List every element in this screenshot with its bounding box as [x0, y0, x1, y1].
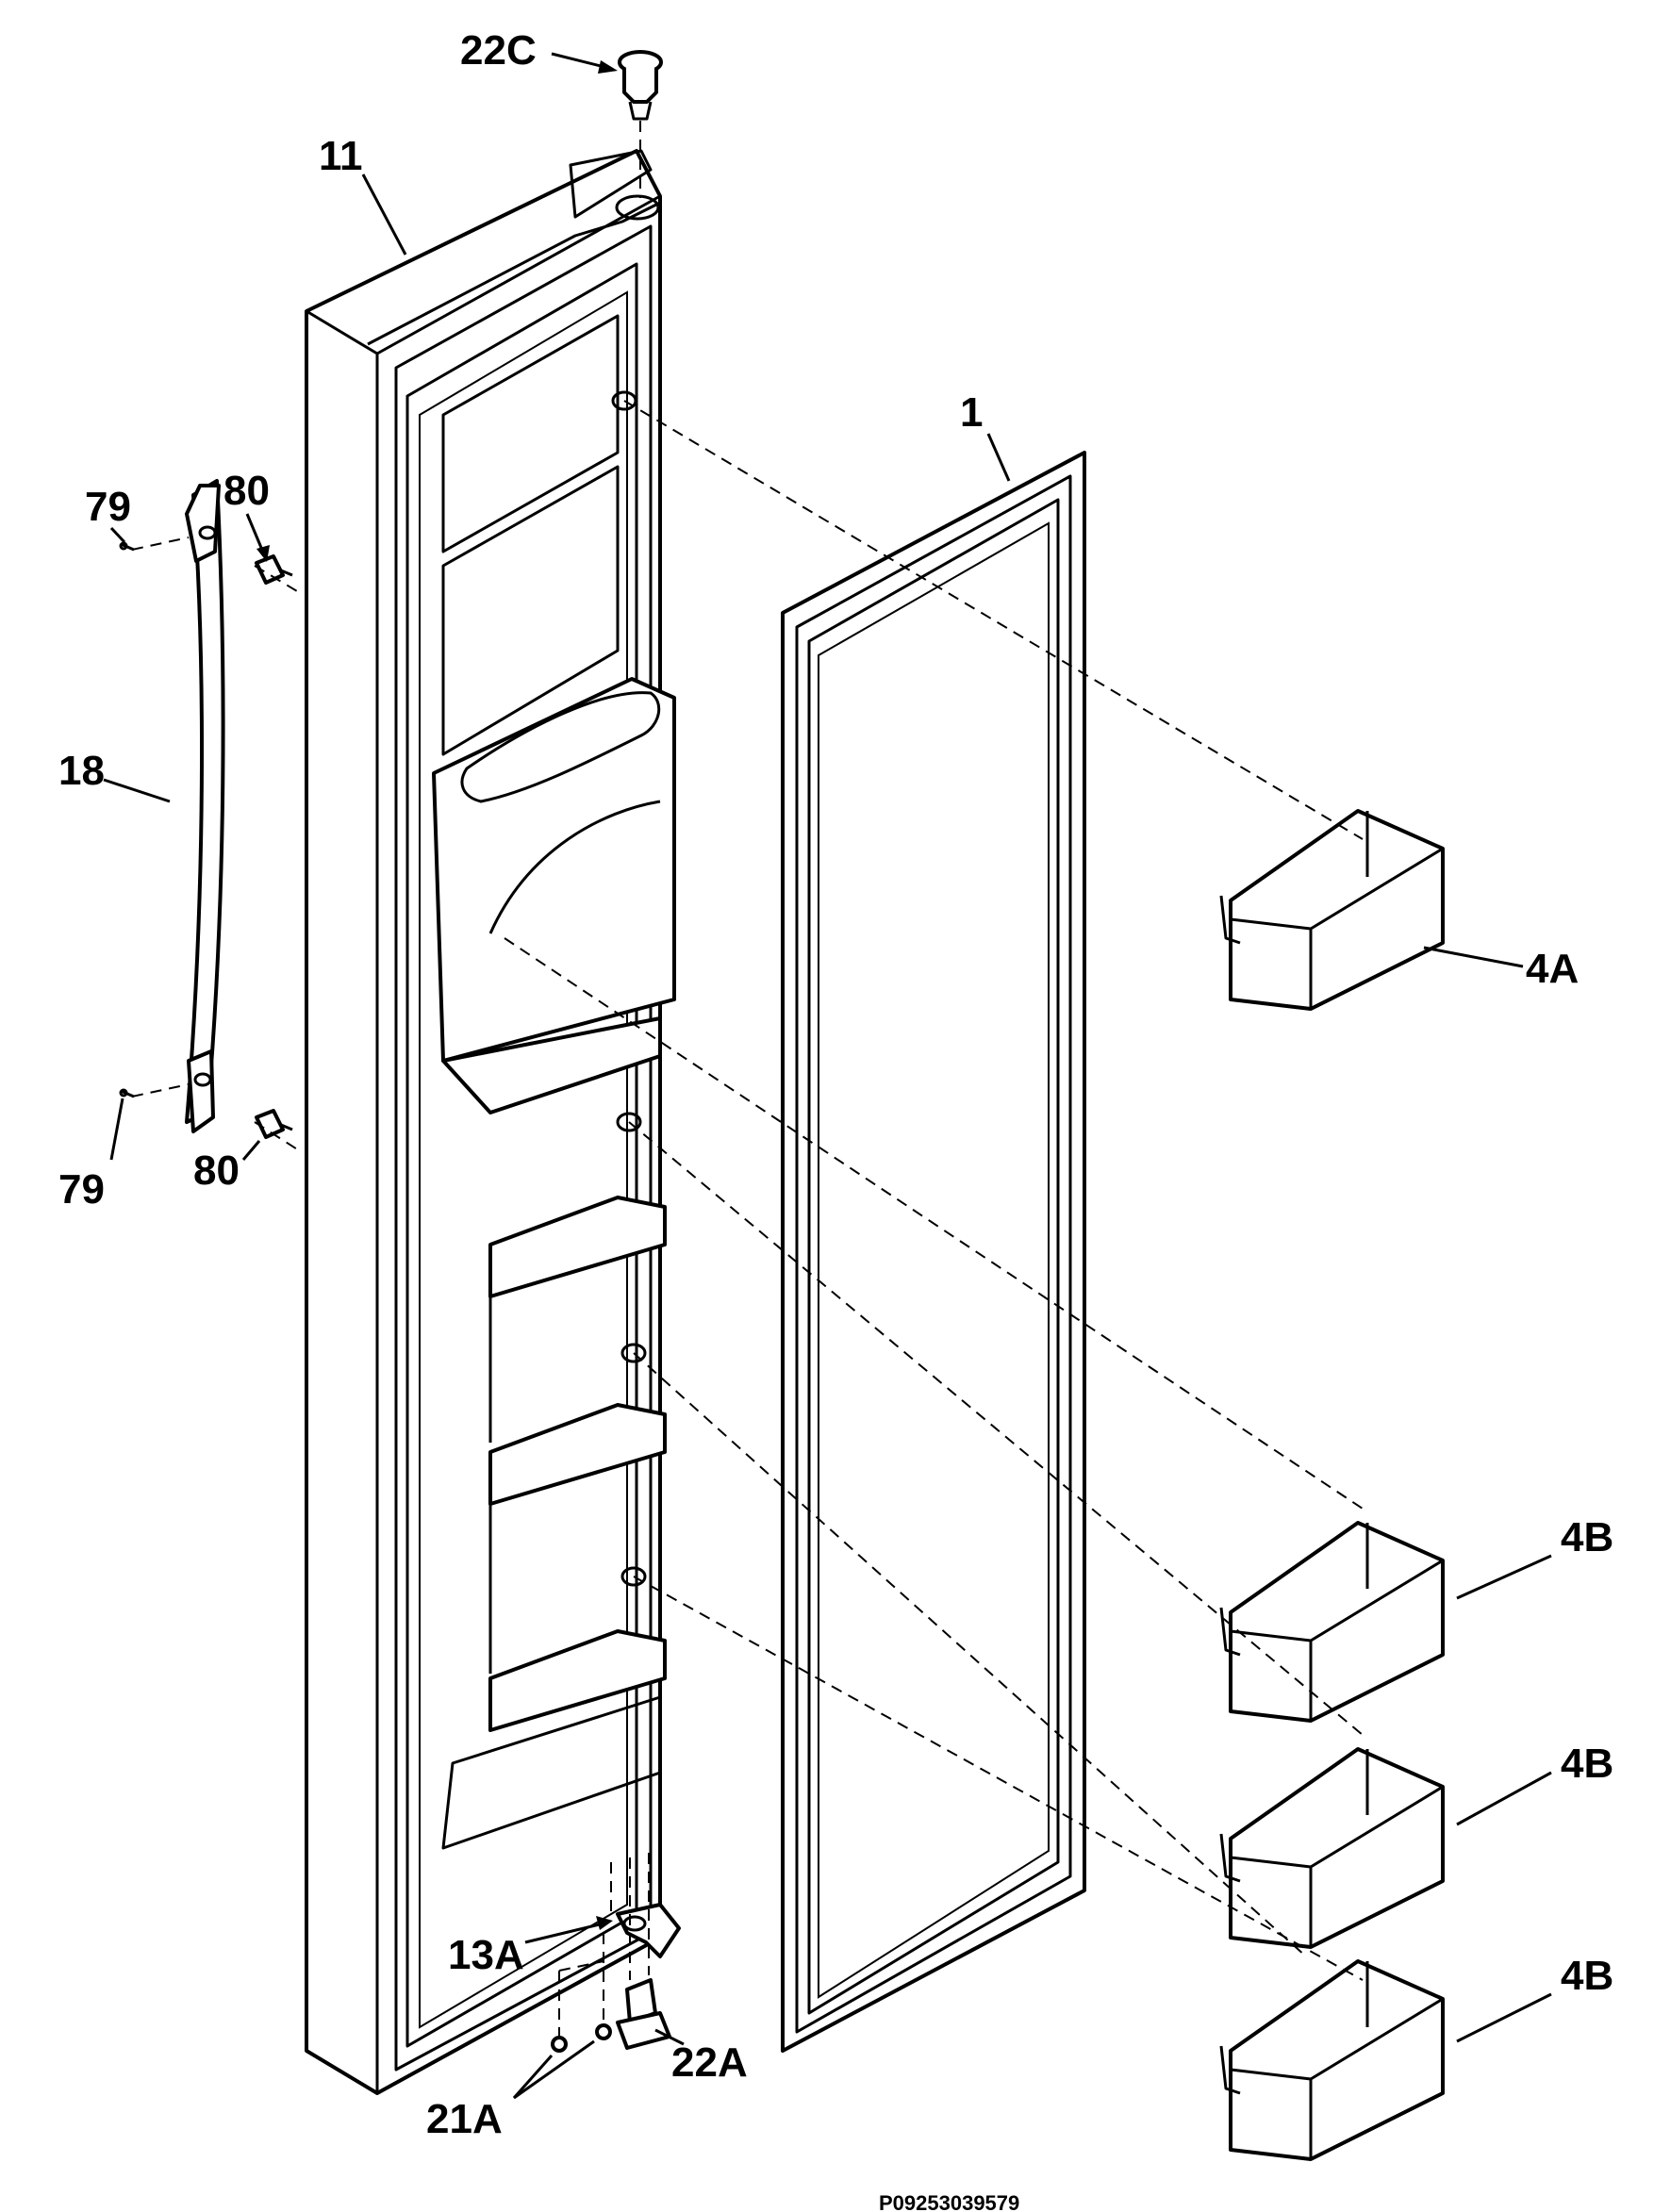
bin-alignment-line-4B-3: [633, 1576, 1364, 1981]
callout-21A: 21A: [426, 2096, 503, 2142]
callout-80-top: 80: [223, 468, 270, 514]
handle-18: [185, 479, 225, 1133]
callout-4A: 4A: [1526, 946, 1579, 992]
screw-79-bottom: [119, 1088, 135, 1098]
holder-80-bottom: [255, 1109, 293, 1139]
drawing-reference-number: P09253039579: [879, 2191, 1019, 2212]
callout-13A: 13A: [448, 1932, 524, 1978]
bin-alignment-line-4B-1: [628, 1121, 1364, 1736]
callout-80-bottom: 80: [193, 1147, 240, 1194]
door-bin-4B-1: [1219, 1521, 1445, 1723]
hinge-bushing-22C: [618, 50, 663, 121]
door-bin-4B-2: [1219, 1747, 1445, 1949]
door-gasket-1: [781, 451, 1086, 2053]
callout-11: 11: [319, 133, 363, 179]
screw-79-top: [119, 541, 135, 552]
callout-4B-2: 4B: [1561, 1741, 1613, 1787]
callout-4B-1: 4B: [1561, 1514, 1613, 1560]
screw-alignment-line-bottom: [131, 1083, 303, 1153]
hinge-alignment-lines: [558, 1853, 661, 2037]
callout-leaders: [103, 52, 1552, 2100]
bin-alignment-line-4A: [623, 400, 1364, 840]
callout-79-bottom: 79: [58, 1166, 105, 1213]
callout-4B-3: 4B: [1561, 1953, 1613, 1999]
holder-80-top: [255, 554, 293, 585]
screw-alignment-line-top: [131, 536, 303, 595]
hinge-screws-21A: [551, 2023, 612, 2053]
door-bin-4B-3: [1219, 1959, 1445, 2161]
door-assembly-11: [305, 149, 676, 2095]
dispenser-alignment-line: [504, 937, 1364, 1510]
callout-79-top: 79: [85, 484, 131, 530]
hinge-bushing-22A: [616, 1978, 671, 2050]
callout-18: 18: [58, 748, 105, 794]
callout-22A: 22A: [671, 2039, 748, 2086]
callout-1: 1: [960, 389, 983, 436]
callout-22C: 22C: [460, 27, 537, 74]
door-bin-4A: [1219, 809, 1445, 1011]
